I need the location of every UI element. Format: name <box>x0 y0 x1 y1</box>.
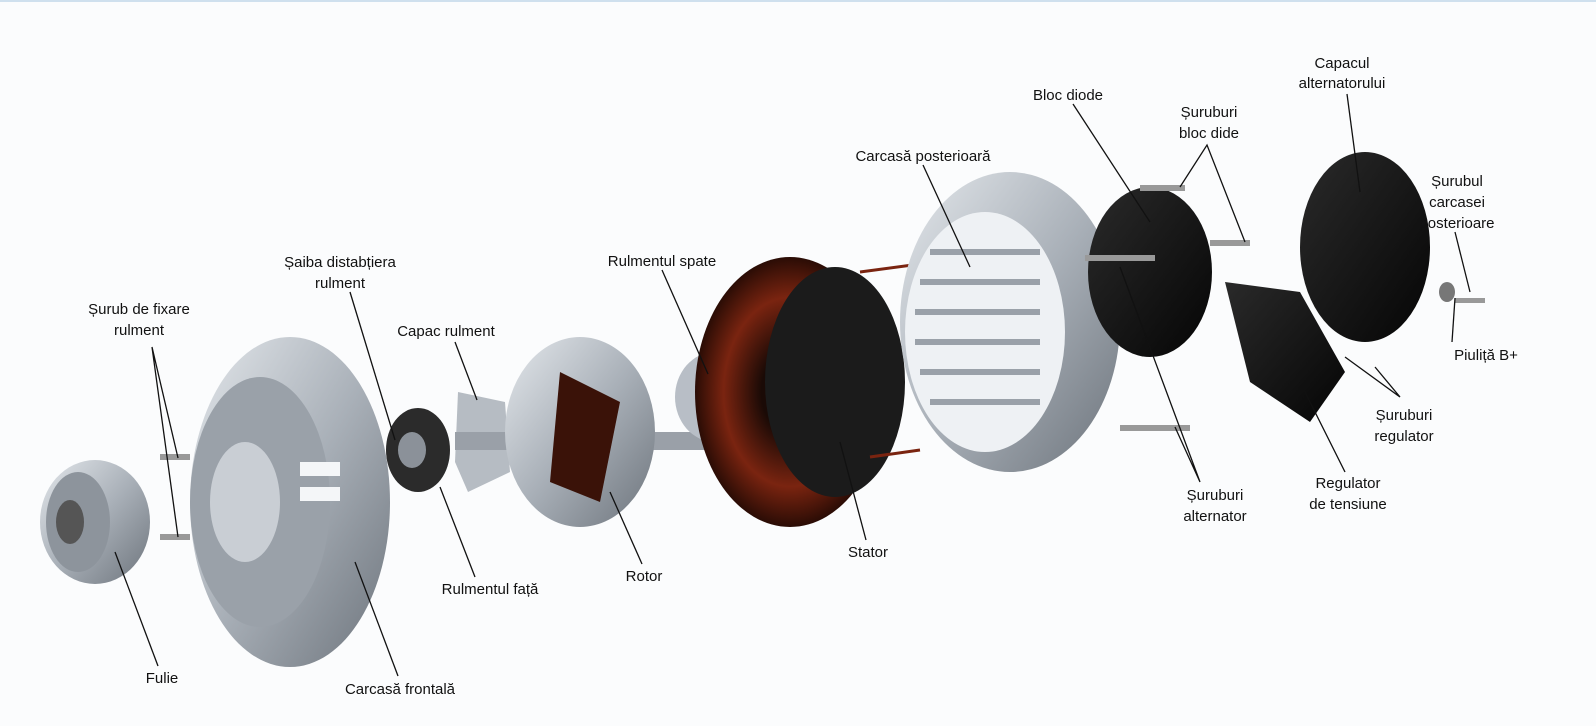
pulley <box>40 460 150 584</box>
rear-housing <box>900 172 1120 472</box>
front-bearing <box>386 408 450 492</box>
bplus-nut <box>1439 282 1485 303</box>
label-rulment-spate: Rulmentul spate <box>608 253 716 270</box>
label-rulment-fata: Rulmentul față <box>442 581 539 598</box>
label-stator: Stator <box>848 544 888 561</box>
label-fulie: Fulie <box>146 670 179 687</box>
label-rotor: Rotor <box>626 568 663 585</box>
label-capac-rulment: Capac rulment <box>397 323 495 340</box>
leader-lines <box>114 93 1471 677</box>
label-carcasa-posterioara: Carcasă posterioară <box>855 148 991 165</box>
front-housing <box>190 337 390 667</box>
label-piulita: Piuliță B+ <box>1454 347 1518 364</box>
diode-block <box>1085 187 1212 431</box>
alternator-cover <box>1300 152 1430 342</box>
stator <box>695 257 921 527</box>
screws-front <box>160 454 190 540</box>
label-carcasa-frontala: Carcasă frontală <box>345 681 456 698</box>
label-bloc-diode: Bloc diode <box>1033 87 1103 104</box>
voltage-regulator <box>1140 185 1345 422</box>
